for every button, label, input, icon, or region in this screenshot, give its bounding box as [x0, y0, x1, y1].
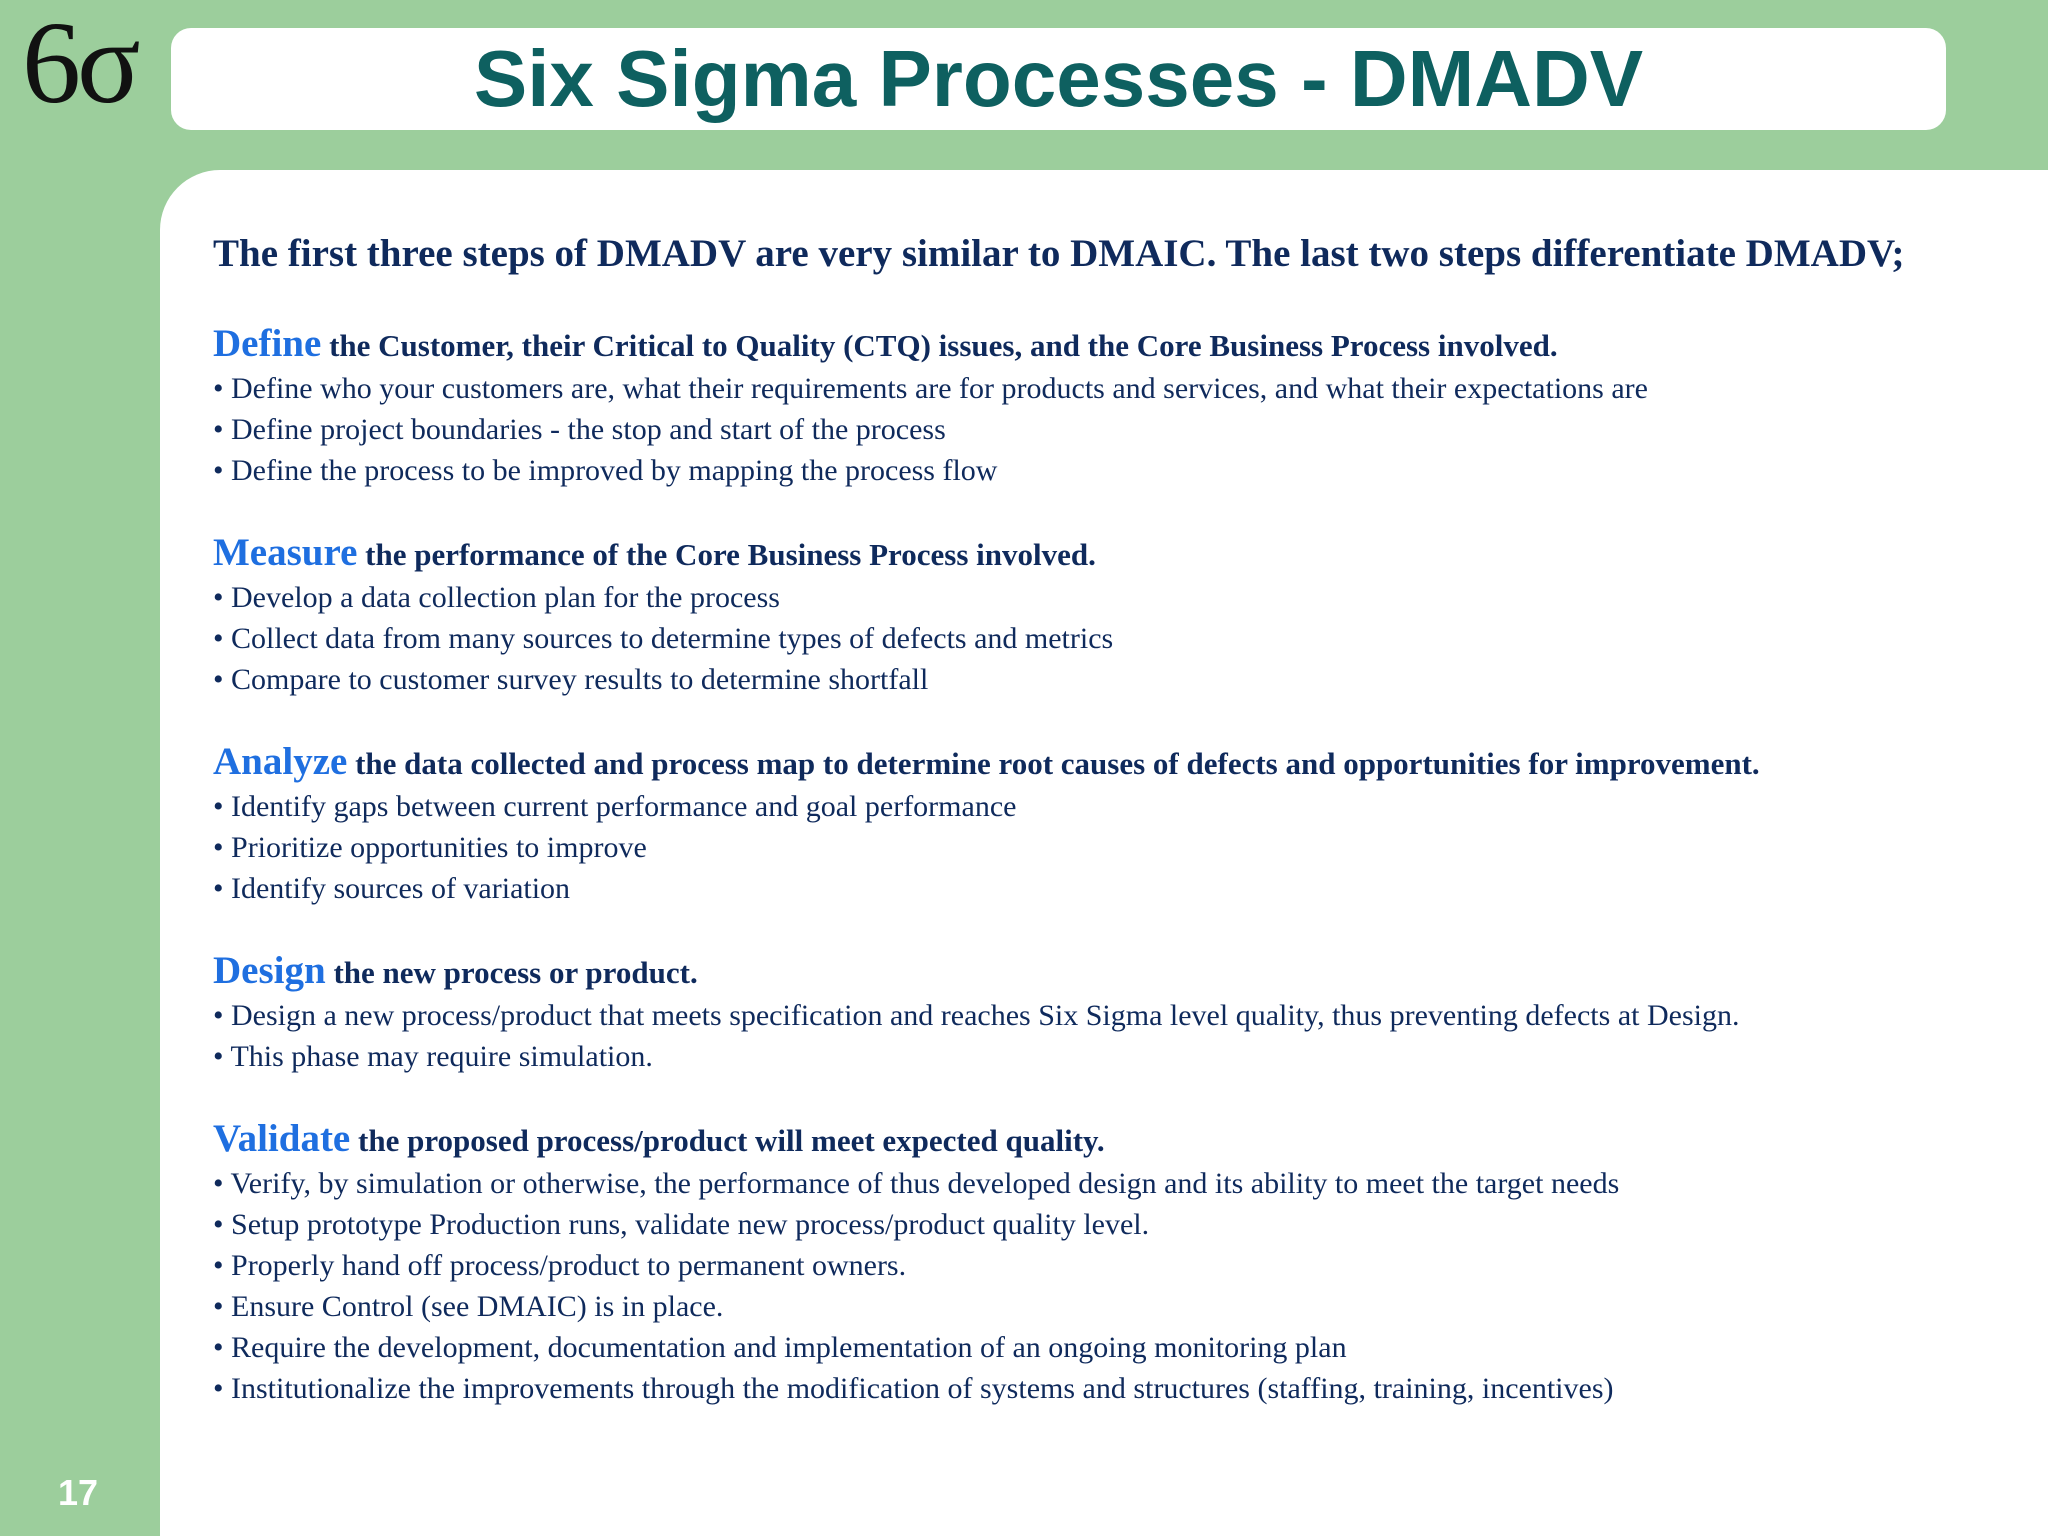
slide-content: The first three steps of DMADV are very … — [213, 230, 2013, 1449]
bullet-item: • Design a new process/product that meet… — [213, 999, 1740, 1032]
bullet-item: • Verify, by simulation or otherwise, th… — [213, 1167, 1620, 1200]
bullet-item: • Identify sources of variation — [213, 872, 571, 905]
section-heading-text: the performance of the Core Business Pro… — [357, 537, 1096, 572]
intro-text: The first three steps of DMADV are very … — [213, 232, 1905, 275]
section-heading: Define the Customer, their Critical to Q… — [213, 322, 2013, 368]
section-define: Define the Customer, their Critical to Q… — [213, 322, 2013, 491]
bullet-list: • Verify, by simulation or otherwise, th… — [213, 1163, 2013, 1409]
page-title: Six Sigma Processes - DMADV — [473, 34, 1644, 123]
section-heading-text: the data collected and process map to de… — [347, 746, 1760, 781]
title-bar: Six Sigma Processes - DMADV — [171, 28, 1946, 130]
bullet-list: • Develop a data collection plan for the… — [213, 577, 2013, 700]
bullet-item: • Compare to customer survey results to … — [213, 663, 929, 696]
bullet-list: • Define who your customers are, what th… — [213, 368, 2013, 491]
section-heading-text: the new process or product. — [325, 955, 698, 990]
section-heading: Validate the proposed process/product wi… — [213, 1117, 2013, 1163]
bullet-item: • Define who your customers are, what th… — [213, 372, 1648, 405]
bullet-item: • Define project boundaries - the stop a… — [213, 413, 946, 446]
section-validate: Validate the proposed process/product wi… — [213, 1117, 2013, 1409]
bullet-item: • Setup prototype Production runs, valid… — [213, 1208, 1150, 1241]
section-analyze: Analyze the data collected and process m… — [213, 740, 2013, 909]
section-heading: Measure the performance of the Core Busi… — [213, 531, 2013, 577]
section-keyword: Analyze — [213, 740, 348, 783]
section-keyword: Measure — [213, 531, 358, 574]
page-number: 17 — [58, 1472, 99, 1513]
bullet-item: • Prioritize opportunities to improve — [213, 831, 647, 864]
bullet-item: • This phase may require simulation. — [213, 1040, 653, 1073]
bullet-item: • Collect data from many sources to dete… — [213, 622, 1114, 655]
bullet-list: • Identify gaps between current performa… — [213, 786, 2013, 909]
section-heading: Design the new process or product. — [213, 949, 2013, 995]
section-heading: Analyze the data collected and process m… — [213, 740, 2013, 786]
six-sigma-logo: 6σ — [22, 0, 141, 128]
section-measure: Measure the performance of the Core Busi… — [213, 531, 2013, 700]
bullet-item: • Ensure Control (see DMAIC) is in place… — [213, 1290, 724, 1323]
bullet-list: • Design a new process/product that meet… — [213, 995, 2013, 1077]
section-keyword: Design — [213, 949, 326, 992]
content-panel — [160, 170, 2048, 1536]
bullet-item: • Identify gaps between current performa… — [213, 790, 1017, 823]
section-keyword: Define — [213, 322, 322, 365]
bullet-item: • Institutionalize the improvements thro… — [213, 1372, 1614, 1405]
bullet-item: • Require the development, documentation… — [213, 1331, 1347, 1364]
bullet-item: • Properly hand off process/product to p… — [213, 1249, 907, 1282]
bullet-item: • Develop a data collection plan for the… — [213, 581, 780, 614]
section-heading-text: the Customer, their Critical to Quality … — [321, 328, 1558, 363]
section-design: Design the new process or product. • Des… — [213, 949, 2013, 1077]
section-keyword: Validate — [213, 1117, 351, 1160]
section-heading-text: the proposed process/product will meet e… — [350, 1123, 1105, 1158]
bullet-item: • Define the process to be improved by m… — [213, 454, 998, 487]
